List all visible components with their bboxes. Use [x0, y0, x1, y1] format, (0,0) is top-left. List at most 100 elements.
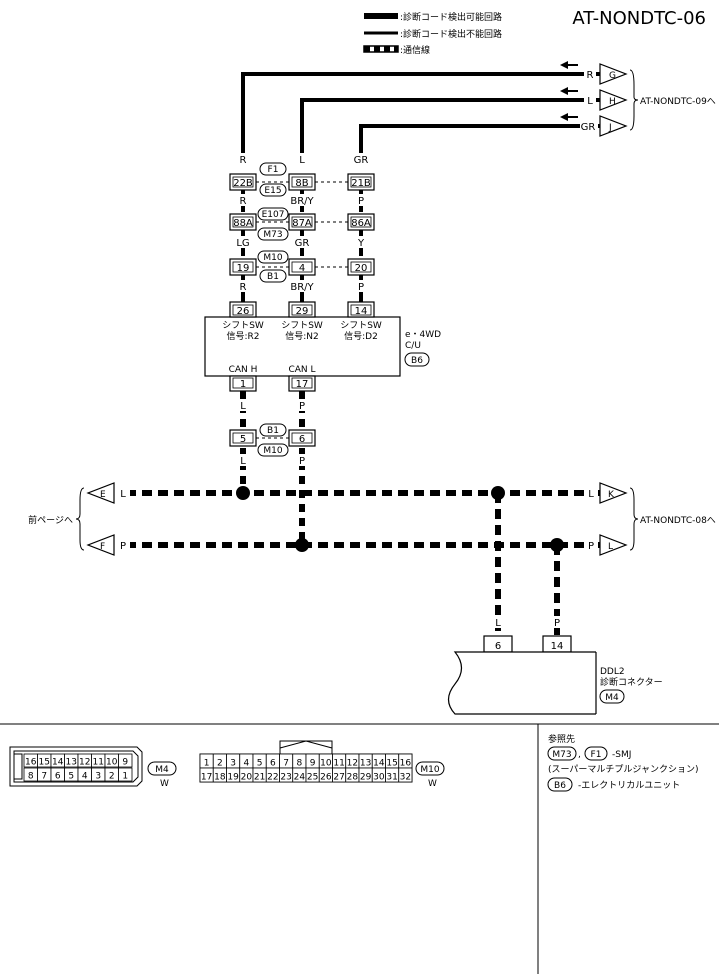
connector-row-1: 22B 8B 21B F1 E15 — [229, 162, 375, 197]
pin-number: 14 — [373, 759, 385, 769]
pin-cell — [398, 767, 413, 783]
signal-label: シフトSW — [222, 321, 264, 331]
pin-number: 17 — [201, 773, 212, 783]
pin-number: 7 — [41, 772, 47, 782]
flow-arrow-head-3 — [560, 113, 568, 121]
reference-block: 参照先 M73 , F1 -SMJ (スーパーマルチプルジャンクション) B6 … — [547, 733, 698, 792]
pin-cell — [118, 753, 133, 768]
pin-number: 3 — [95, 772, 101, 782]
pin-number: 24 — [294, 773, 306, 783]
wire-color: P — [299, 401, 305, 412]
offpage-letter: J — [608, 123, 612, 133]
pin-number: 86A — [351, 218, 371, 229]
pin-number: 14 — [551, 641, 564, 652]
reference-smj-text: -SMJ — [612, 750, 631, 760]
wire-color: P — [358, 196, 364, 207]
pin-number: 10 — [320, 759, 332, 769]
pin-number: 22B — [233, 178, 253, 189]
pin-number: 32 — [400, 773, 411, 783]
connector-row-3: 19 4 20 M10 B1 — [229, 250, 375, 283]
connector-id: M10 — [263, 446, 282, 456]
pin-number: 12 — [347, 759, 358, 769]
pin-number: 8B — [295, 178, 308, 189]
connector-id: M10 — [263, 253, 282, 263]
connector-id: M10 — [420, 765, 439, 775]
wire-color: L — [120, 489, 126, 500]
arrow-wire-label: L — [587, 96, 593, 107]
legend-thin-text: :診断コード検出不能回路 — [400, 28, 502, 40]
pin-number: 5 — [68, 772, 74, 782]
pin-number: 7 — [283, 759, 289, 769]
pin-number: 2 — [109, 772, 115, 782]
pin-number: 5 — [257, 759, 263, 769]
can-l-label: CAN L — [288, 365, 315, 375]
offpage-ref-label: AT-NONDTC-08へ — [640, 516, 716, 526]
wire-color: P — [554, 618, 560, 629]
pin-number: 26 — [320, 773, 332, 783]
offpage-letter: L — [608, 542, 613, 552]
wire-l-col2 — [300, 98, 600, 156]
arrow-wire-label: GR — [581, 122, 596, 133]
connector-row-2: 88A 87A 86A E107 M73 — [229, 207, 375, 241]
ddl-id: M4 — [605, 693, 619, 703]
pin-number: 25 — [307, 773, 318, 783]
wire-color: P — [120, 541, 126, 552]
ddl-name: DDL2 — [600, 667, 625, 677]
wire-color: L — [495, 618, 501, 629]
wire-color: R — [240, 155, 247, 166]
connector-row-4: 5 6 B1 M10 — [229, 423, 316, 457]
offpage-left: E F L P 前ページへ — [28, 482, 130, 556]
signal-label: 信号:R2 — [226, 330, 259, 342]
signal-label: シフトSW — [340, 321, 382, 331]
pin-number: 11 — [333, 759, 344, 769]
pin-number: 14 — [355, 306, 368, 317]
pin-number: 16 — [400, 759, 412, 769]
pin-number: 4 — [82, 772, 88, 782]
pin-number: 12 — [79, 758, 90, 768]
connector-id: B1 — [267, 272, 279, 282]
wire-color: Y — [357, 238, 365, 249]
reference-sep: , — [578, 750, 581, 760]
pin-number: 31 — [386, 773, 397, 783]
connector-id: E107 — [262, 210, 285, 220]
flow-arrow-head-2 — [560, 87, 568, 95]
pin-number: 21 — [254, 773, 265, 783]
junction-dot — [550, 538, 564, 552]
pin-number: 17 — [296, 379, 309, 390]
junction-dot — [236, 486, 250, 500]
pin-number: 23 — [280, 773, 291, 783]
ecu-unit: 26 29 14 シフトSW 信号:R2 シフトSW 信号:N2 シフトSW 信… — [204, 301, 441, 392]
pin-number: 6 — [270, 759, 276, 769]
wire-color: GR — [295, 238, 310, 249]
wire-color: L — [240, 401, 246, 412]
pin-number: 21B — [351, 178, 371, 189]
wire-color: BR/Y — [290, 196, 314, 207]
reference-ecu-id: B6 — [554, 781, 566, 791]
page-title: AT-NONDTC-06 — [572, 8, 706, 29]
wire-color: R — [240, 196, 247, 207]
pin-number: 4 — [299, 263, 305, 274]
pin-number: 30 — [373, 773, 385, 783]
pin-number: 22 — [267, 773, 278, 783]
wire-color: GR — [354, 155, 369, 166]
pin-number: 19 — [227, 773, 239, 783]
pin-number: 19 — [237, 263, 250, 274]
pin-number: 9 — [122, 758, 128, 768]
pin-number: 15 — [386, 759, 397, 769]
ecu-box — [204, 316, 401, 377]
signal-label: 信号:N2 — [285, 330, 319, 342]
offpage-letter: H — [609, 97, 616, 107]
ddl-connector: 6 14 DDL2 診断コネクター M4 — [447, 635, 663, 715]
wire-color: P — [588, 541, 594, 552]
flow-arrow-head-1 — [560, 61, 568, 69]
ecu-name: e・4WD — [405, 330, 441, 340]
wire-color: R — [240, 282, 247, 293]
pin-number: 29 — [360, 773, 372, 783]
can-h-label: CAN H — [229, 365, 258, 375]
pin-number: 27 — [333, 773, 344, 783]
connector-id: E15 — [264, 186, 281, 196]
offpage-letter: E — [100, 490, 106, 500]
offpage-right-top: G H J AT-NONDTC-09へ — [599, 63, 716, 137]
